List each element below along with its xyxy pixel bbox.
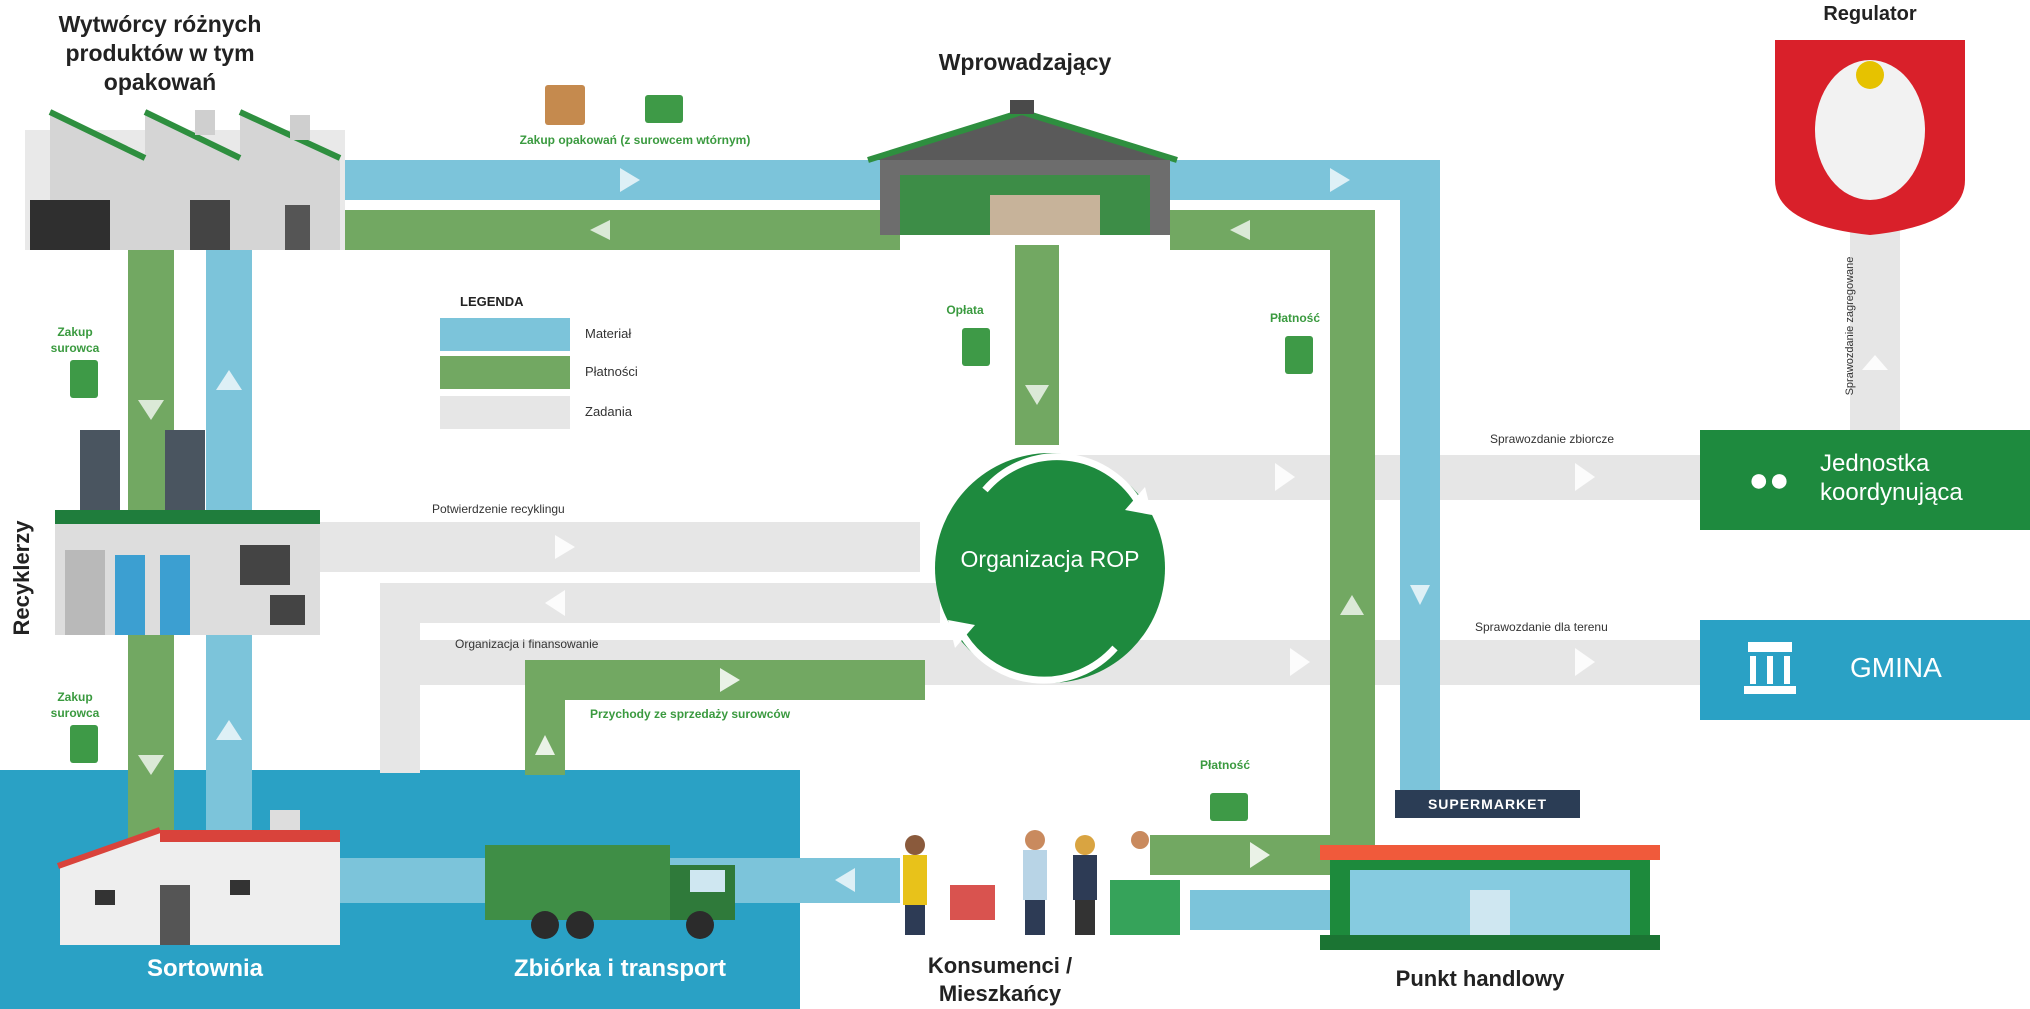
task-flow-org-top bbox=[380, 583, 940, 623]
arrow-right bbox=[1250, 842, 1270, 868]
factories-icon bbox=[25, 109, 345, 250]
legend-swatch-task bbox=[440, 396, 570, 429]
payment-flow-retail-right bbox=[1330, 210, 1375, 850]
introducer-title: Wprowadzający bbox=[938, 49, 1112, 75]
sorting-title: Sortownia bbox=[146, 955, 263, 982]
payment-bottom-label: Płatność bbox=[1199, 758, 1250, 772]
arrow-down bbox=[138, 400, 164, 420]
arrow-down bbox=[1410, 585, 1430, 605]
task-flow-summary-report bbox=[1060, 455, 1700, 500]
arrow-right bbox=[1575, 463, 1595, 491]
recyclers-title: Recyklerzy bbox=[9, 520, 34, 636]
legend-title: LEGENDA bbox=[460, 294, 524, 309]
retail-title: Punkt handlowy bbox=[1395, 966, 1565, 991]
arrow-right bbox=[720, 668, 740, 692]
arrow-up bbox=[535, 735, 555, 755]
consumers-title: Konsumenci / Mieszkańcy bbox=[927, 953, 1073, 1006]
task-flow-org-down bbox=[380, 583, 420, 773]
arrow-down bbox=[1025, 385, 1049, 405]
arrow-right bbox=[620, 168, 640, 192]
fee-label: Opłata bbox=[946, 303, 984, 317]
people-icon: ●● bbox=[1748, 461, 1790, 499]
arrow-left bbox=[835, 868, 855, 892]
consumers-icon bbox=[903, 830, 1180, 935]
arrow-right bbox=[1575, 648, 1595, 676]
coordinator-label: Jednostka koordynująca bbox=[1820, 450, 1963, 506]
arrow-right bbox=[1290, 648, 1310, 676]
buy-raw-label-2: Zakup surowca bbox=[50, 690, 100, 720]
sorting-plant-icon bbox=[57, 810, 340, 945]
arrow-left bbox=[590, 220, 610, 240]
payment-top-label: Płatność bbox=[1269, 311, 1320, 325]
task-flow-aggregated bbox=[1850, 225, 1900, 430]
legend-label-material: Materiał bbox=[585, 326, 632, 341]
garbage-truck-icon bbox=[485, 845, 735, 939]
payment-flow-revenue-down bbox=[525, 660, 565, 775]
arrow-up bbox=[216, 720, 242, 740]
legend-swatch-payment bbox=[440, 356, 570, 389]
supermarket-icon bbox=[1320, 790, 1660, 950]
polish-eagle-crest bbox=[1775, 40, 1965, 235]
coordinator-box: ●● Jednostka koordynująca bbox=[1700, 430, 2030, 530]
task-flow-recycling-confirmation bbox=[260, 522, 920, 572]
arrow-right bbox=[1275, 463, 1295, 491]
legend-label-payment: Płatności bbox=[585, 364, 638, 379]
purchase-packaging-label: Zakup opakowań (z surowcem wtórnym) bbox=[519, 133, 751, 147]
gmina-label: GMINA bbox=[1850, 652, 1942, 683]
legend-swatch-material bbox=[440, 318, 570, 351]
town-hall-icon bbox=[1740, 642, 1800, 698]
org-finance-label: Organizacja i finansowanie bbox=[455, 637, 599, 651]
aggregated-report-label: Sprawozdanie zagregowane bbox=[1844, 256, 1856, 396]
revenue-label: Przychody ze sprzedaży surowców bbox=[590, 707, 791, 721]
arrow-up bbox=[1340, 595, 1364, 615]
arrow-left bbox=[545, 590, 565, 616]
material-flow-retail bbox=[1190, 890, 1340, 930]
money-icon bbox=[70, 85, 1313, 821]
payment-flow-fee bbox=[1015, 245, 1059, 445]
arrow-right bbox=[1330, 168, 1350, 192]
area-report-label: Sprawozdanie dla terenu bbox=[1475, 620, 1608, 634]
arrow-left bbox=[1230, 220, 1250, 240]
supermarket-sign: SUPERMARKET bbox=[1427, 796, 1548, 812]
recycling-confirmation-label: Potwierdzenie recyklingu bbox=[432, 502, 565, 516]
collection-title: Zbiórka i transport bbox=[513, 955, 727, 982]
payment-flow-top-right bbox=[1170, 210, 1375, 250]
arrow-down bbox=[138, 755, 164, 775]
payment-flow-purchase bbox=[340, 210, 900, 250]
legend: LEGENDA Materiał Płatności Zadania bbox=[440, 290, 720, 440]
arrow-right bbox=[555, 535, 575, 559]
arrow-up bbox=[1862, 355, 1888, 370]
rop-label: Organizacja ROP bbox=[960, 546, 1140, 572]
arrow-up bbox=[216, 370, 242, 390]
material-flow-right bbox=[1400, 160, 1440, 800]
legend-label-task: Zadania bbox=[585, 404, 632, 419]
recycling-plant-icon bbox=[55, 430, 320, 635]
buy-raw-label-1: Zakup surowca bbox=[50, 325, 100, 355]
warehouse-icon bbox=[867, 100, 1178, 235]
rop-circle bbox=[935, 453, 1165, 684]
producers-title: Wytwórcy różnych produktów w tym opakowa… bbox=[58, 11, 262, 95]
gmina-box: GMINA bbox=[1700, 620, 2030, 720]
summary-report-label: Sprawozdanie zbiorcze bbox=[1490, 432, 1615, 446]
regulator-title: Regulator bbox=[1823, 3, 1917, 25]
